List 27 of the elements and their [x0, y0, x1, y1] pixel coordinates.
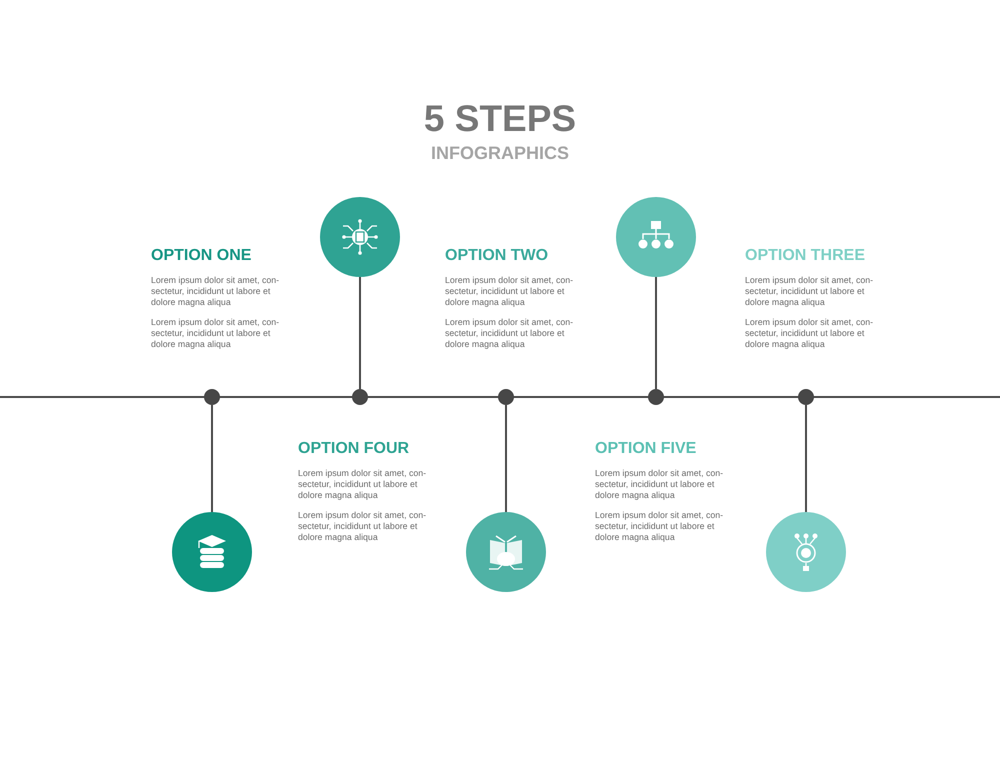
timeline-dot: [498, 389, 514, 405]
title: 5 STEPS: [424, 98, 576, 140]
step-description: Lorem ipsum dolor sit amet, con- sectetur, incididunt ut labore et dolore magna aliqua: [298, 510, 428, 543]
step-heading: OPTION THREE: [745, 247, 866, 265]
timeline-dot: [204, 389, 220, 405]
connector-line: [805, 405, 807, 512]
step-description: Lorem ipsum dolor sit amet, con- sectetur, incididunt ut labore et dolore magna aliqua: [745, 275, 874, 308]
step-description: Lorem ipsum dolor sit amet, con- sectetur, incididunt ut labore et dolore magna aliqua: [745, 317, 874, 350]
step-description: Lorem ipsum dolor sit amet, con- sectetur, incididunt ut labore et dolore magna aliqua: [595, 510, 724, 543]
step-description: Lorem ipsum dolor sit amet, con- sectetur, incididunt ut labore et dolore magna aliqua: [151, 275, 280, 308]
subtitle: INFOGRAPHICS: [431, 143, 569, 164]
step-description: Lorem ipsum dolor sit amet, con- sectetur, incididunt ut labore et dolore magna aliqua: [445, 317, 574, 350]
timeline-dot: [352, 389, 368, 405]
timeline-dot: [648, 389, 664, 405]
step-description: Lorem ipsum dolor sit amet, con- sectetur, incididunt ut labore et dolore magna aliqua: [595, 468, 724, 501]
step-description: Lorem ipsum dolor sit amet, con- sectetur, incididunt ut labore et dolore magna aliqua: [298, 468, 428, 501]
timeline-dot: [798, 389, 814, 405]
connector-line: [359, 277, 361, 389]
step-heading: OPTION FOUR: [298, 440, 410, 458]
connector-line: [505, 405, 507, 512]
connector-line: [655, 277, 657, 389]
connector-line: [211, 405, 213, 512]
step-heading: OPTION TWO: [445, 247, 548, 265]
step-heading: OPTION ONE: [151, 247, 252, 265]
step-heading: OPTION FIVE: [595, 440, 696, 458]
step-description: Lorem ipsum dolor sit amet, con- sectetur, incididunt ut labore et dolore magna aliqua: [445, 275, 574, 308]
step-description: Lorem ipsum dolor sit amet, con- sectetur, incididunt ut labore et dolore magna aliqua: [151, 317, 280, 350]
